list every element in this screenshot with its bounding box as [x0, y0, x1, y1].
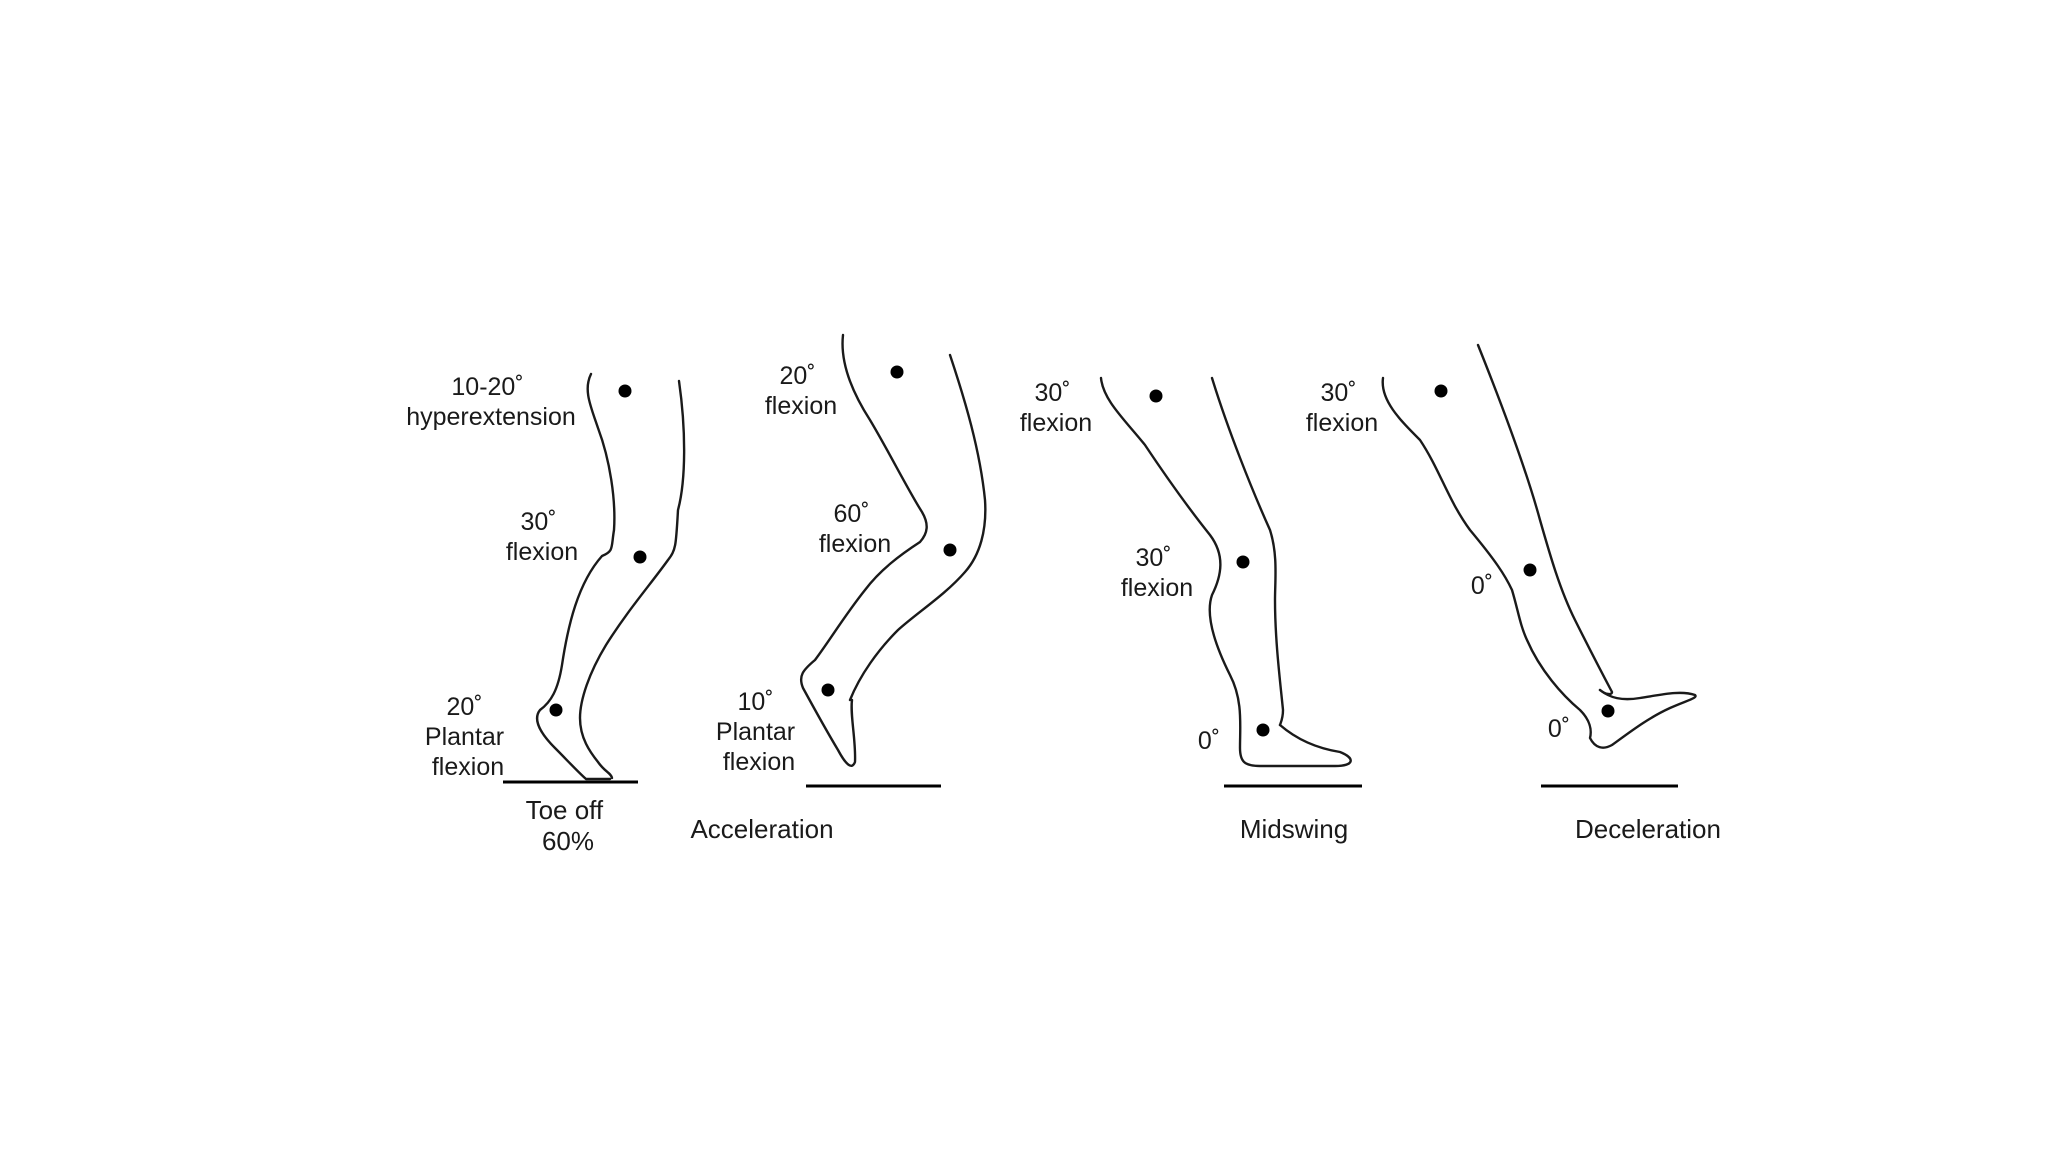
phase-name-label: Midswing [1240, 814, 1348, 844]
knee-angle-label: 60˚ flexion [819, 500, 891, 558]
phase-name-label: Acceleration [690, 814, 833, 844]
leg-front-contour [578, 379, 686, 780]
leg-back-contour [799, 333, 928, 767]
leg-front-contour [1476, 343, 1614, 696]
ankle-joint-dot [549, 703, 563, 717]
ankle-joint-dot [1601, 704, 1615, 718]
ankle-angle-label: 20˚ Plantar flexion [425, 693, 511, 781]
hip-joint-dot [1434, 384, 1448, 398]
knee-joint-dot [1523, 563, 1537, 577]
knee-joint-dot [633, 550, 647, 564]
leg-front-contour [1210, 376, 1285, 727]
leg-back-contour [1099, 376, 1352, 768]
leg-drawing-deceleration [1381, 343, 1697, 749]
leg-drawing-acceleration [799, 333, 987, 767]
phase-deceleration: 30˚ flexion 0˚ 0˚ Deceleration [1306, 343, 1721, 844]
hip-joint-dot [618, 384, 632, 398]
leg-drawing-midswing [1099, 376, 1352, 768]
phase-toe-off: 10-20˚ hyperextension 30˚ flexion 20˚ Pl… [406, 372, 686, 856]
ankle-joint-dot [1256, 723, 1270, 737]
knee-angle-label: 0˚ [1471, 572, 1493, 600]
ankle-angle-label: 10˚ Plantar flexion [716, 688, 802, 776]
phase-acceleration: 20˚ flexion 60˚ flexion 10˚ Plantar flex… [690, 333, 987, 844]
hip-joint-dot [1149, 389, 1163, 403]
hip-angle-label: 30˚ flexion [1306, 379, 1378, 437]
leg-back-contour [535, 372, 616, 781]
leg-front-contour [848, 353, 987, 702]
ankle-joint-dot [821, 683, 835, 697]
phase-midswing: 30˚ flexion 30˚ flexion 0˚ Midswing [1020, 376, 1362, 844]
leg-drawing-toe-off [535, 372, 686, 781]
knee-angle-label: 30˚ flexion [1121, 544, 1193, 602]
leg-back-contour [1381, 376, 1697, 749]
phase-name-label: Toe off 60% [526, 795, 611, 856]
ankle-angle-label: 0˚ [1548, 715, 1570, 743]
knee-joint-dot [1236, 555, 1250, 569]
knee-joint-dot [943, 543, 957, 557]
ankle-angle-label: 0˚ [1198, 727, 1220, 755]
hip-angle-label: 30˚ flexion [1020, 379, 1092, 437]
phase-name-label: Deceleration [1575, 814, 1721, 844]
hip-joint-dot [890, 365, 904, 379]
hip-angle-label: 10-20˚ hyperextension [406, 373, 576, 431]
knee-angle-label: 30˚ flexion [506, 508, 578, 566]
hip-angle-label: 20˚ flexion [765, 362, 837, 420]
